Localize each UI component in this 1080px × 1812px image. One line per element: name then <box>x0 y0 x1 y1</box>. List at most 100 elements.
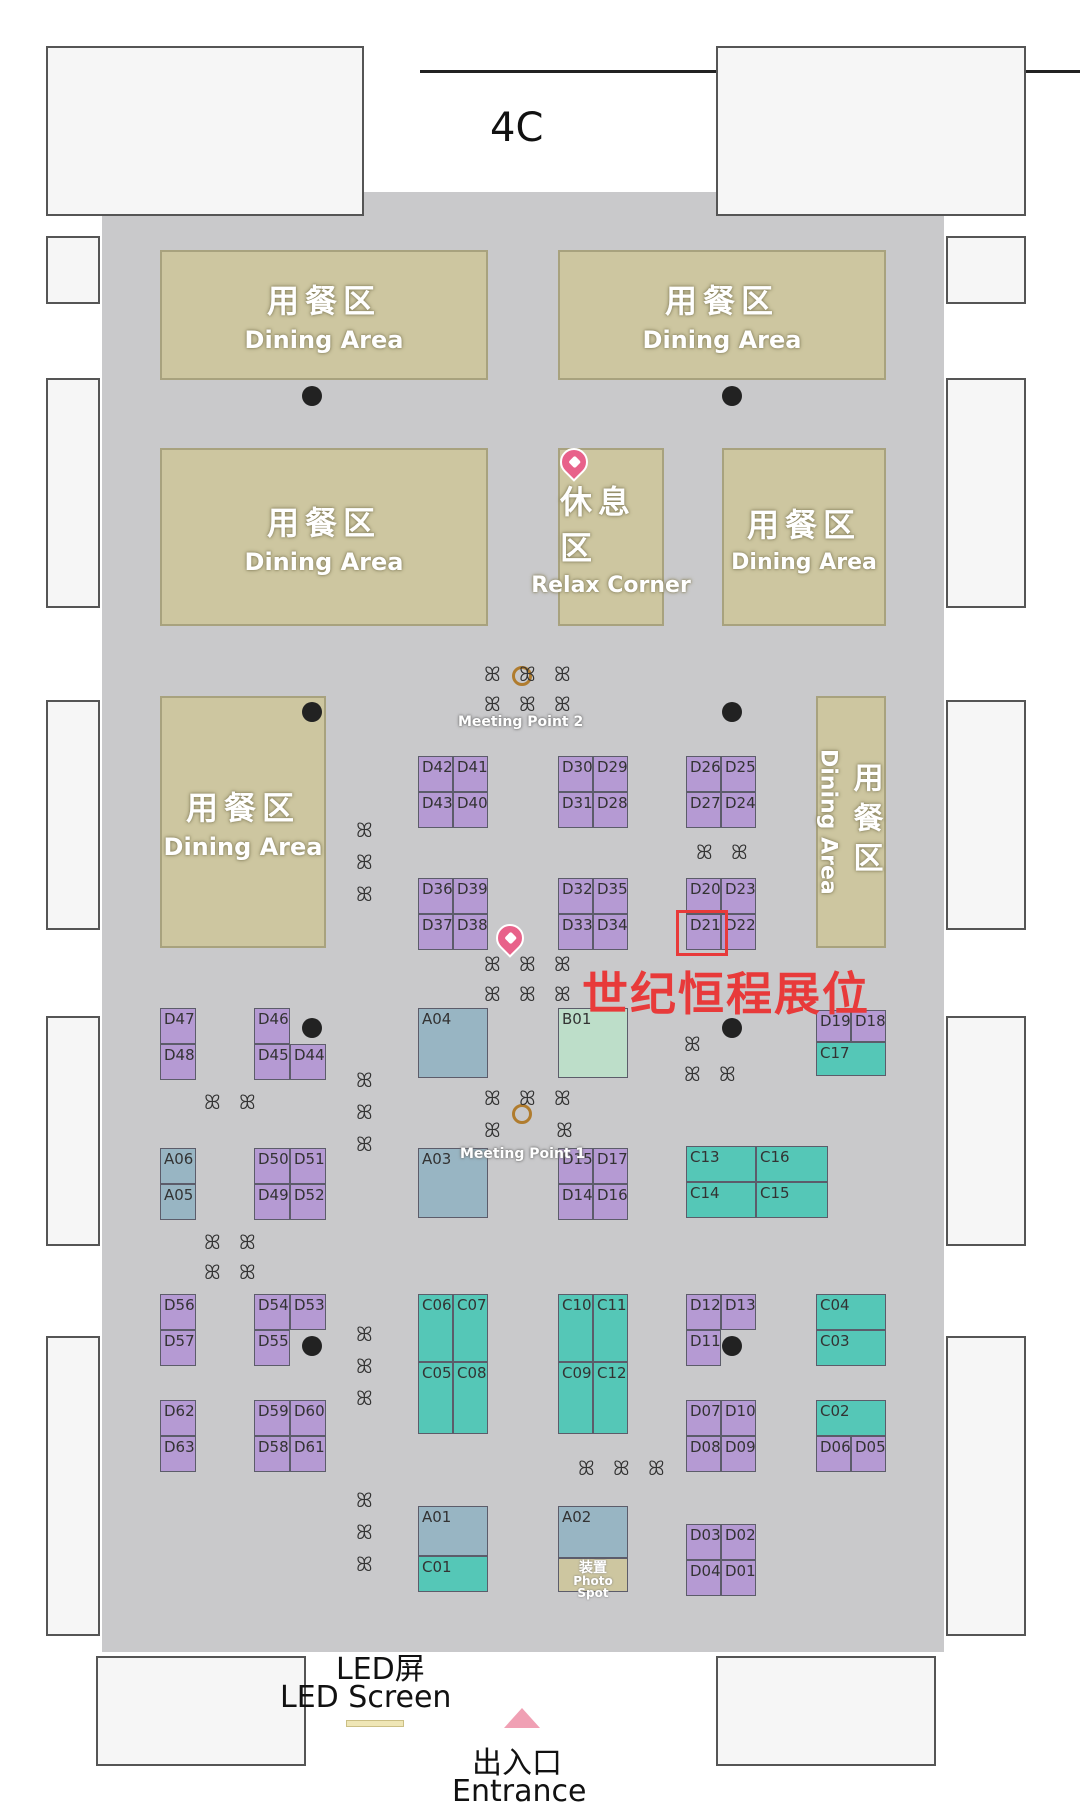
booth-D25[interactable]: D25 <box>721 756 756 792</box>
booth-D20[interactable]: D20 <box>686 878 721 914</box>
booth-D58[interactable]: D58 <box>254 1436 290 1472</box>
booth-D45[interactable]: D45 <box>254 1044 290 1080</box>
booth-D56[interactable]: D56 <box>160 1294 196 1330</box>
booth-A01[interactable]: A01 <box>418 1506 488 1556</box>
wing-bottom-left <box>96 1656 306 1766</box>
table-cluster: ꕤ ꕤ <box>204 1260 262 1284</box>
booth-D60[interactable]: D60 <box>290 1400 326 1436</box>
booth-D37[interactable]: D37 <box>418 914 453 950</box>
booth-C13[interactable]: C13 <box>686 1146 756 1182</box>
booth-D49[interactable]: D49 <box>254 1184 290 1220</box>
booth-D63[interactable]: D63 <box>160 1436 196 1472</box>
booth-D31[interactable]: D31 <box>558 792 593 828</box>
zone-label-en: Dining Area <box>244 326 404 354</box>
wing-top-left <box>46 46 364 216</box>
meeting-point-2-label: Meeting Point 2 <box>458 714 584 730</box>
booth-D54[interactable]: D54 <box>254 1294 290 1330</box>
booth-D36[interactable]: D36 <box>418 878 453 914</box>
booth-A05[interactable]: A05 <box>160 1184 196 1220</box>
booth-D51[interactable]: D51 <box>290 1148 326 1184</box>
booth-D24[interactable]: D24 <box>721 792 756 828</box>
booth-C17[interactable]: C17 <box>816 1042 886 1076</box>
booth-C12[interactable]: C12 <box>593 1362 628 1434</box>
meeting-point-1-label: Meeting Point 1 <box>460 1146 586 1162</box>
booth-D61[interactable]: D61 <box>290 1436 326 1472</box>
booth-D43[interactable]: D43 <box>418 792 453 828</box>
booth-C09[interactable]: C09 <box>558 1362 593 1434</box>
booth-D34[interactable]: D34 <box>593 914 628 950</box>
wing-right-3 <box>946 700 1026 930</box>
booth-D01[interactable]: D01 <box>721 1560 756 1596</box>
booth-D13[interactable]: D13 <box>721 1294 756 1330</box>
photo-spot[interactable]: 装置 Photo Spot <box>558 1558 628 1599</box>
booth-D48[interactable]: D48 <box>160 1044 196 1080</box>
booth-D57[interactable]: D57 <box>160 1330 196 1366</box>
booth-D02[interactable]: D02 <box>721 1524 756 1560</box>
booth-D07[interactable]: D07 <box>686 1400 721 1436</box>
booth-C16[interactable]: C16 <box>756 1146 828 1182</box>
booth-D03[interactable]: D03 <box>686 1524 721 1560</box>
booth-D40[interactable]: D40 <box>453 792 488 828</box>
booth-D06[interactable]: D06 <box>816 1436 851 1472</box>
booth-B01[interactable]: B01 <box>558 1008 628 1078</box>
booth-D14[interactable]: D14 <box>558 1184 593 1220</box>
booth-C07[interactable]: C07 <box>453 1294 488 1362</box>
table-cluster: ꕤ ꕤ <box>204 1230 262 1254</box>
booth-C10[interactable]: C10 <box>558 1294 593 1362</box>
booth-D33[interactable]: D33 <box>558 914 593 950</box>
booth-D04[interactable]: D04 <box>686 1560 721 1596</box>
booth-D38[interactable]: D38 <box>453 914 488 950</box>
booth-D23[interactable]: D23 <box>721 878 756 914</box>
booth-D62[interactable]: D62 <box>160 1400 196 1436</box>
entrance-arrow-icon <box>504 1708 540 1728</box>
booth-D52[interactable]: D52 <box>290 1184 326 1220</box>
booth-C01[interactable]: C01 <box>418 1556 488 1592</box>
booth-D05[interactable]: D05 <box>851 1436 886 1472</box>
booth-D55[interactable]: D55 <box>254 1330 290 1366</box>
booth-D39[interactable]: D39 <box>453 878 488 914</box>
booth-D12[interactable]: D12 <box>686 1294 721 1330</box>
booth-D16[interactable]: D16 <box>593 1184 628 1220</box>
booth-D47[interactable]: D47 <box>160 1008 196 1044</box>
booth-C04[interactable]: C04 <box>816 1294 886 1330</box>
zone-label-zh: 用餐区 <box>664 282 779 320</box>
booth-A06[interactable]: A06 <box>160 1148 196 1184</box>
booth-A02[interactable]: A02 <box>558 1506 628 1558</box>
booth-D09[interactable]: D09 <box>721 1436 756 1472</box>
booth-C06[interactable]: C06 <box>418 1294 453 1362</box>
booth-C02[interactable]: C02 <box>816 1400 886 1436</box>
table-cluster: ꕤ ꕤ <box>484 1118 579 1142</box>
booth-D10[interactable]: D10 <box>721 1400 756 1436</box>
booth-D42[interactable]: D42 <box>418 756 453 792</box>
booth-A04[interactable]: A04 <box>418 1008 488 1078</box>
booth-D11[interactable]: D11 <box>686 1330 721 1366</box>
booth-C11[interactable]: C11 <box>593 1294 628 1362</box>
booth-D26[interactable]: D26 <box>686 756 721 792</box>
booth-C08[interactable]: C08 <box>453 1362 488 1434</box>
booth-D50[interactable]: D50 <box>254 1148 290 1184</box>
booth-D28[interactable]: D28 <box>593 792 628 828</box>
booth-D29[interactable]: D29 <box>593 756 628 792</box>
booth-D44[interactable]: D44 <box>290 1044 326 1080</box>
booth-D35[interactable]: D35 <box>593 878 628 914</box>
booth-C15[interactable]: C15 <box>756 1182 828 1218</box>
booth-D17[interactable]: D17 <box>593 1148 628 1184</box>
booth-D46[interactable]: D46 <box>254 1008 290 1044</box>
booth-C14[interactable]: C14 <box>686 1182 756 1218</box>
booth-D19[interactable]: D19 <box>816 1010 851 1042</box>
booth-D32[interactable]: D32 <box>558 878 593 914</box>
booth-D21[interactable]: D21 <box>686 914 721 950</box>
highlight-annotation: 世纪恒程展位 <box>582 967 870 1021</box>
booth-D15[interactable]: D15 <box>558 1148 593 1184</box>
booth-D59[interactable]: D59 <box>254 1400 290 1436</box>
booth-D41[interactable]: D41 <box>453 756 488 792</box>
booth-D30[interactable]: D30 <box>558 756 593 792</box>
booth-C05[interactable]: C05 <box>418 1362 453 1434</box>
booth-A03[interactable]: A03 <box>418 1148 488 1218</box>
booth-D18[interactable]: D18 <box>851 1010 886 1042</box>
booth-D08[interactable]: D08 <box>686 1436 721 1472</box>
led-screen-label-en: LED Screen <box>280 1680 452 1715</box>
booth-C03[interactable]: C03 <box>816 1330 886 1366</box>
booth-D53[interactable]: D53 <box>290 1294 326 1330</box>
booth-D27[interactable]: D27 <box>686 792 721 828</box>
